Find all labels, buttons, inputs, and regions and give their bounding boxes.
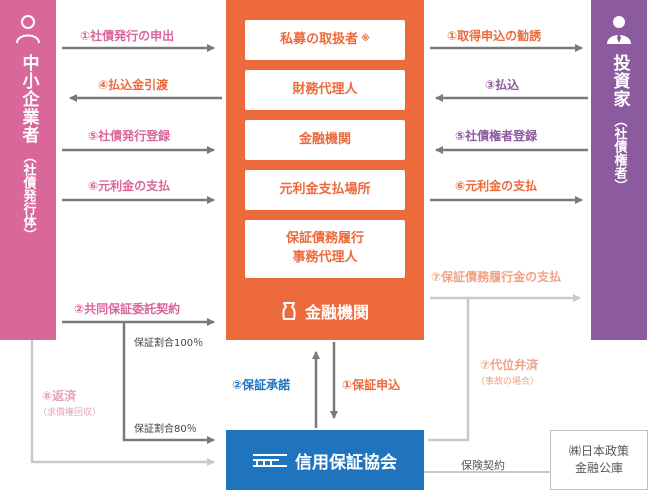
role-financial-institution: 金融機関 [245, 120, 405, 160]
flow-label-l5: ⑤社債発行登録 [88, 129, 171, 143]
sme-issuer-name: 中小企業者 [18, 54, 39, 144]
flow-label-l4: ④払込金引渡 [98, 78, 169, 92]
role-payment-place-label: 元利金支払場所 [279, 181, 371, 197]
association-label: 信用保証協会 [295, 452, 397, 473]
flow-label-l1: ①社債発行の申出 [80, 29, 175, 43]
financial-institution-label-row: 金融機関 [226, 296, 424, 326]
role-private-placement: 私募の取扱者※ [245, 20, 405, 60]
arrow-r7b [428, 298, 470, 442]
association-logo-icon [253, 454, 287, 467]
bank-icon [282, 302, 296, 320]
jfc-line1: ㈱日本政策 [568, 443, 629, 458]
flow-label-l2: ②共同保証委託契約 [74, 302, 181, 316]
investor-box: 投資家 （社債権者） [591, 0, 647, 340]
arrow-l8 [30, 340, 215, 466]
person-icon [16, 15, 40, 44]
flow-label-l6: ⑥元利金の支払 [88, 179, 171, 193]
flow-label-l8-sub: （求償権回収） [38, 408, 102, 418]
role-financial-institution-label: 金融機関 [298, 131, 351, 147]
flow-label-r5: ⑤社債権者登録 [455, 129, 538, 143]
investor-name: 投資家 [609, 54, 630, 108]
credit-guarantee-association-box: 信用保証協会 [226, 430, 424, 490]
flow-label-r1: ①取得申込の勧誘 [447, 29, 542, 43]
ratio-80-label: 保証割合80％ [134, 424, 197, 435]
investor-sub: （社債権者） [611, 114, 627, 192]
role-private-placement-label: 私募の取扱者 [280, 31, 359, 47]
sme-issuer-sub-text: 社債発行体 [20, 163, 36, 228]
flow-label-c2: ②保証承諾 [232, 378, 291, 392]
flow-label-c1: ①保証申込 [342, 378, 401, 392]
role-payment-place: 元利金支払場所 [245, 170, 405, 210]
flow-label-r7b-sub: （事故の場合） [476, 377, 540, 387]
role-fiscal-agent-label: 財務代理人 [292, 81, 358, 97]
sme-issuer-box: 中小企業者 （社債発行体） [0, 0, 56, 340]
businessperson-icon [607, 16, 631, 44]
jfc-line2: 金融公庫 [574, 461, 623, 475]
flow-label-r7b: ⑦代位弁済 [480, 358, 539, 372]
role-note-mark: ※ [361, 34, 370, 45]
role-fiscal-agent: 財務代理人 [245, 70, 405, 110]
investor-sub-text: 社債権者 [611, 127, 627, 179]
flow-label-r6: ⑥元利金の支払 [455, 179, 538, 193]
flow-label-r7: ⑦保証債務履行金の支払 [431, 270, 562, 284]
flow-label-r3: ③払込 [485, 78, 520, 92]
jfc-box: ㈱日本政策 金融公庫 [550, 430, 648, 490]
financial-institution-label: 金融機関 [304, 303, 369, 322]
sme-issuer-sub: （社債発行体） [20, 150, 36, 241]
role-guarantee-agent: 保証債務履行 事務代理人 [245, 220, 405, 278]
insurance-contract-label: 保険契約 [461, 459, 505, 472]
ratio-100-label: 保証割合100％ [134, 338, 204, 349]
flow-label-l8: ⑧返済 [42, 389, 77, 403]
role-guarantee-agent-label: 保証債務履行 事務代理人 [285, 231, 364, 265]
arrow-l2-assoc [122, 322, 215, 444]
